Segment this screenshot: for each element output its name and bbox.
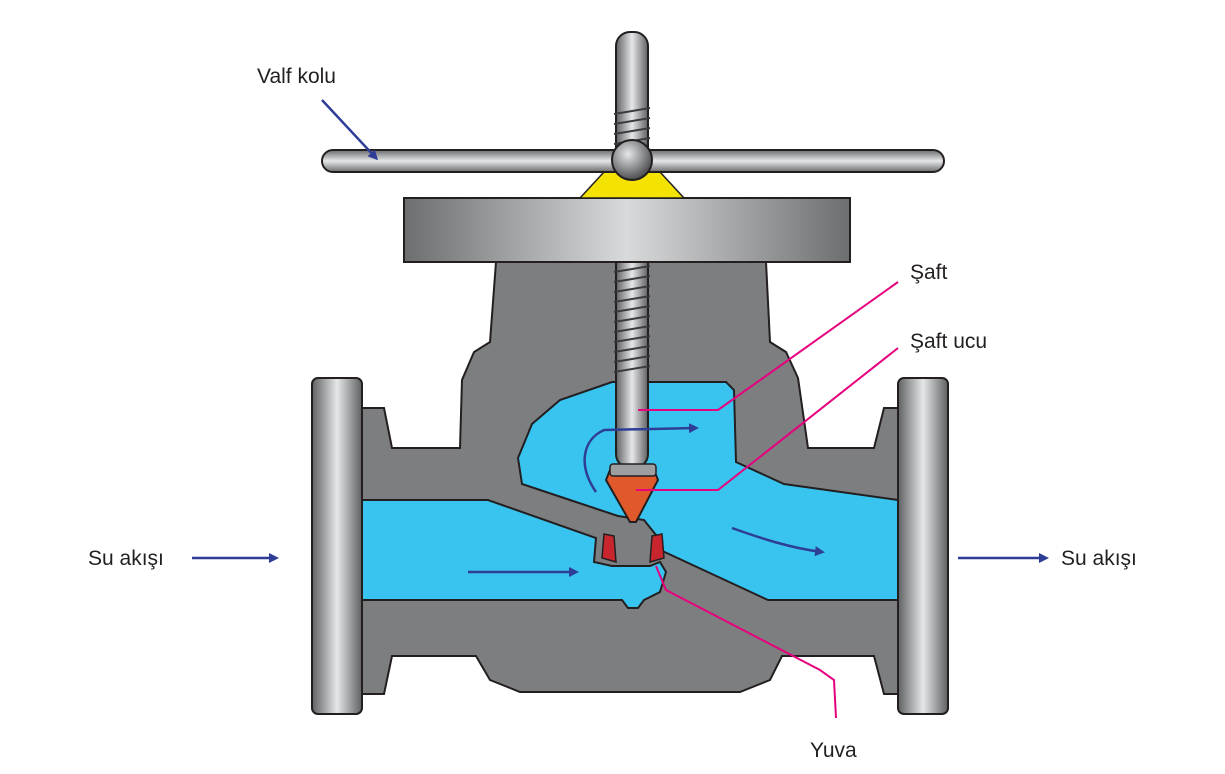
seat-leader-line <box>655 565 837 719</box>
water-flow-in-label: Su akışı <box>88 547 164 570</box>
water-inlet-channel <box>361 499 668 609</box>
shaft-tip-leader-line <box>636 347 899 491</box>
bonnet <box>403 197 851 263</box>
seat-right <box>649 533 665 564</box>
handle-hub <box>611 139 653 181</box>
valve-handle-label: Valf kolu <box>257 65 336 88</box>
shaft-collar <box>609 463 657 477</box>
handle-pointer-arrow <box>321 99 379 161</box>
water-flow-out-label: Su akışı <box>1061 547 1137 570</box>
shaft-threads <box>613 107 651 373</box>
left-flange <box>311 377 363 715</box>
flow-arrows <box>192 99 1049 577</box>
chamber-flow-arrow-up <box>583 423 699 493</box>
shaft-label: Şaft <box>910 261 948 284</box>
seat-label: Yuva <box>810 739 857 762</box>
shaft-leader-line <box>638 281 899 411</box>
outlet-channel-flow-arrow <box>731 526 825 557</box>
leader-lines <box>636 281 899 719</box>
shaft-tip-label: Şaft ucu <box>910 330 988 353</box>
seat-left <box>601 533 617 564</box>
right-flange <box>897 377 949 715</box>
